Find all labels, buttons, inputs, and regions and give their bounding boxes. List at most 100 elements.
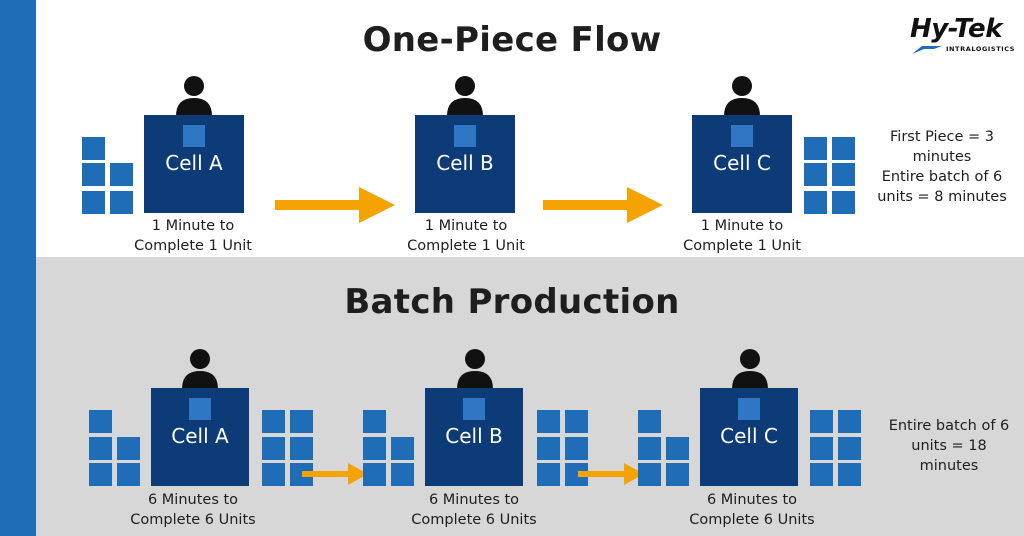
batch-note: Entire batch of 6 units = 18 minutes	[878, 416, 1020, 476]
one-piece-caption-c: 1 Minute to Complete 1 Unit	[652, 216, 832, 256]
unit-block	[838, 410, 861, 433]
unit-block	[537, 437, 560, 460]
cell-indicator	[463, 398, 485, 420]
flow-arrow-icon	[275, 187, 395, 223]
unit-block	[832, 163, 855, 186]
unit-block	[638, 437, 661, 460]
side-accent-bar	[0, 0, 36, 536]
one-piece-note: First Piece = 3 minutes Entire batch of …	[872, 127, 1012, 207]
unit-block	[363, 437, 386, 460]
unit-block	[82, 191, 105, 214]
unit-block	[666, 463, 689, 486]
one-piece-cell-b: Cell B	[415, 115, 515, 213]
unit-block	[804, 137, 827, 160]
logo-swoosh-icon	[912, 46, 942, 54]
unit-block	[565, 437, 588, 460]
one-piece-caption-b: 1 Minute to Complete 1 Unit	[376, 216, 556, 256]
unit-block	[638, 463, 661, 486]
unit-block	[363, 463, 386, 486]
unit-block	[810, 410, 833, 433]
caption-line: 6 Minutes to	[706, 492, 798, 508]
hytek-logo: Hy-Tek INTRALOGISTICS	[910, 16, 1014, 62]
one-piece-caption-a: 1 Minute to Complete 1 Unit	[103, 216, 283, 256]
note-line: minutes	[919, 458, 979, 474]
batch-cell-b: Cell B	[425, 388, 523, 486]
unit-block	[262, 437, 285, 460]
unit-block	[262, 463, 285, 486]
unit-block	[117, 463, 140, 486]
unit-block	[117, 437, 140, 460]
note-line: First Piece = 3	[890, 129, 994, 145]
unit-block	[391, 463, 414, 486]
caption-line: Complete 6 Units	[411, 512, 537, 528]
unit-block	[290, 463, 313, 486]
unit-block	[666, 437, 689, 460]
unit-block	[537, 463, 560, 486]
unit-block	[638, 410, 661, 433]
logo-text: Hy-Tek	[910, 14, 1003, 44]
unit-block	[565, 463, 588, 486]
cell-indicator	[738, 398, 760, 420]
unit-block	[82, 137, 105, 160]
caption-line: 6 Minutes to	[147, 492, 239, 508]
one-piece-cell-c: Cell C	[692, 115, 792, 213]
unit-block	[810, 463, 833, 486]
caption-line: Complete 6 Units	[130, 512, 256, 528]
unit-block	[832, 191, 855, 214]
caption-line: Complete 1 Unit	[134, 238, 252, 254]
operator-icon-c	[724, 76, 760, 116]
flow-arrow-icon	[543, 187, 663, 223]
logo-subtext: INTRALOGISTICS	[946, 45, 1016, 53]
batch-caption-a: 6 Minutes to Complete 6 Units	[103, 490, 283, 530]
flow-arrow-icon	[578, 463, 644, 485]
operator-icon-b	[457, 349, 493, 389]
unit-block	[391, 437, 414, 460]
unit-block	[290, 410, 313, 433]
note-line: minutes	[912, 149, 972, 165]
note-line: Entire batch of 6	[888, 418, 1010, 434]
cell-label: Cell A	[165, 151, 223, 175]
cell-indicator	[731, 125, 753, 147]
caption-line: 1 Minute to	[424, 218, 508, 234]
cell-label: Cell B	[436, 151, 494, 175]
operator-icon-a	[176, 76, 212, 116]
caption-line: Complete 1 Unit	[407, 238, 525, 254]
caption-line: Complete 1 Unit	[683, 238, 801, 254]
unit-block	[804, 163, 827, 186]
unit-block	[89, 463, 112, 486]
batch-caption-b: 6 Minutes to Complete 6 Units	[384, 490, 564, 530]
cell-label: Cell A	[171, 424, 229, 448]
operator-icon-c	[732, 349, 768, 389]
batch-cell-a: Cell A	[151, 388, 249, 486]
note-line: Entire batch of 6	[881, 169, 1003, 185]
cell-label: Cell C	[713, 151, 771, 175]
note-line: units = 18	[911, 438, 987, 454]
caption-line: 1 Minute to	[700, 218, 784, 234]
note-line: units = 8 minutes	[877, 189, 1007, 205]
unit-block	[110, 191, 133, 214]
unit-block	[89, 437, 112, 460]
unit-block	[363, 410, 386, 433]
unit-block	[810, 437, 833, 460]
batch-production-title: Batch Production	[344, 282, 680, 322]
caption-line: Complete 6 Units	[689, 512, 815, 528]
caption-line: 1 Minute to	[151, 218, 235, 234]
unit-block	[832, 137, 855, 160]
unit-block	[89, 410, 112, 433]
one-piece-flow-title: One-Piece Flow	[362, 20, 662, 60]
unit-block	[565, 410, 588, 433]
one-piece-cell-a: Cell A	[144, 115, 244, 213]
batch-cell-c: Cell C	[700, 388, 798, 486]
batch-caption-c: 6 Minutes to Complete 6 Units	[662, 490, 842, 530]
unit-block	[804, 191, 827, 214]
cell-indicator	[189, 398, 211, 420]
cell-indicator	[183, 125, 205, 147]
cell-indicator	[454, 125, 476, 147]
flow-arrow-icon	[302, 463, 368, 485]
cell-label: Cell B	[445, 424, 503, 448]
cell-label: Cell C	[720, 424, 778, 448]
unit-block	[290, 437, 313, 460]
caption-line: 6 Minutes to	[428, 492, 520, 508]
unit-block	[838, 463, 861, 486]
operator-icon-b	[447, 76, 483, 116]
